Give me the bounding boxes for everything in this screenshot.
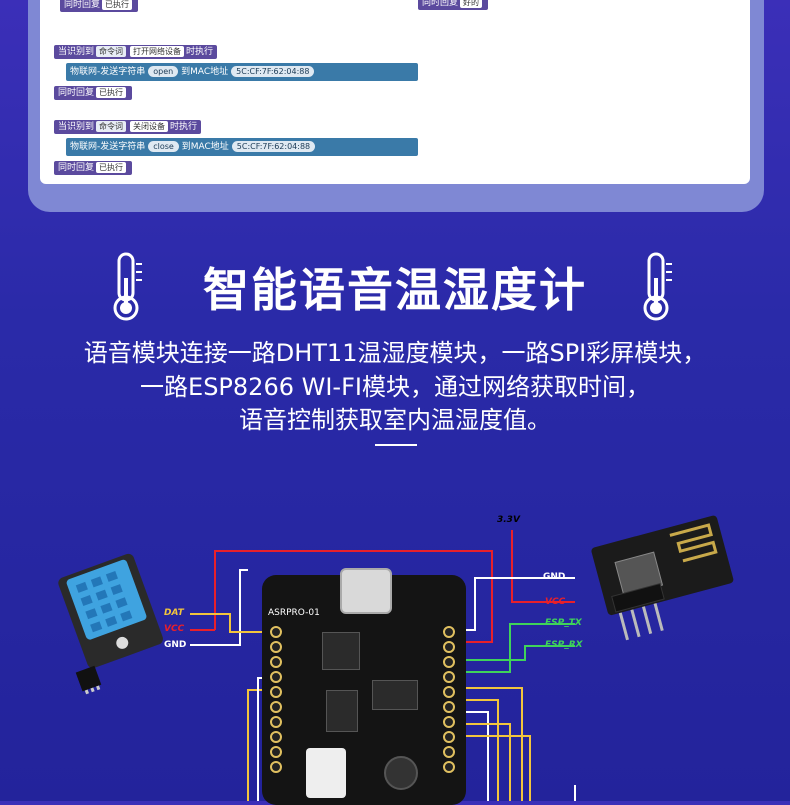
reply-label: 同时回复: [422, 0, 459, 8]
payload: close: [148, 141, 179, 152]
pin: [443, 656, 455, 668]
when-label: 当识别到: [58, 122, 95, 132]
wire-spi-4: [452, 723, 511, 801]
cmd-value: 打开网络设备: [130, 46, 185, 57]
pin: [443, 626, 455, 638]
send-label: 物联网-发送字符串: [70, 142, 146, 152]
wire-dht-dat: [190, 613, 268, 633]
reply-label: 同时回复: [58, 163, 95, 173]
pin: [270, 656, 282, 668]
label-gnd: GND: [164, 640, 187, 650]
wire-esp-tx: [452, 623, 575, 673]
pin: [270, 716, 282, 728]
reply-value: 已执行: [96, 162, 127, 173]
description-line-1: 语音模块连接一路DHT11温湿度模块，一路SPI彩屏模块，: [83, 339, 707, 367]
exec-label: 时执行: [170, 122, 198, 132]
wire-esp-rx: [452, 645, 575, 661]
reply-value: 已执行: [102, 0, 133, 10]
label-3v3: 3.3V: [497, 515, 520, 525]
pin: [443, 731, 455, 743]
main-chip: [322, 632, 360, 670]
wire-spi-1: [452, 687, 523, 801]
thermometer-icon: [643, 252, 672, 321]
when-row: 当识别到命令词打开网络设备时执行: [54, 45, 218, 59]
send-label: 物联网-发送字符串: [70, 67, 146, 77]
dht11-sensor: [58, 553, 163, 695]
pin: [443, 701, 455, 713]
label-esp-vcc: VCC: [545, 597, 566, 607]
mac-value: 5C:CF:7F:62:04:88: [231, 141, 316, 152]
pin: [270, 686, 282, 698]
page-title: 智能语音温湿度计: [203, 263, 587, 317]
pin: [270, 746, 282, 758]
reply-row: 同时回复已执行: [54, 86, 133, 100]
right-pin-header: [443, 626, 455, 776]
pin: [270, 761, 282, 773]
cmd-chip: 命令词: [96, 121, 127, 132]
exec-label: 时执行: [186, 47, 214, 57]
reply-value: 好的: [460, 0, 483, 8]
board-name: ASRPRO-01: [268, 608, 320, 618]
label-esp-gnd: GND: [543, 572, 566, 582]
label-vcc: VCC: [164, 624, 185, 634]
wire-spi-2: [452, 699, 499, 801]
wire-spi-5: [452, 735, 531, 801]
usb-c-port: [340, 568, 392, 614]
wire-vcc-bus: [214, 550, 493, 643]
reply-label: 同时回复: [64, 0, 101, 10]
mac-label: 到MAC地址: [181, 142, 229, 152]
left-pin-header: [270, 626, 282, 776]
top-left-reply-row: 同时回复已执行: [60, 0, 139, 12]
wire-dht-gnd: [190, 569, 248, 646]
code-panel: 同时回复已执行 同时回复好的 当识别到命令词打开网络设备时执行 物联网-发送字符…: [28, 0, 764, 212]
pin: [443, 641, 455, 653]
pin: [443, 761, 455, 773]
pin: [443, 716, 455, 728]
payload: open: [148, 66, 179, 77]
thermometer-icon: [113, 252, 142, 321]
pin: [443, 686, 455, 698]
code-panel-inner: 同时回复已执行 同时回复好的 当识别到命令词打开网络设备时执行 物联网-发送字符…: [40, 0, 750, 184]
reply-label: 同时回复: [58, 88, 95, 98]
esp8266-module: [591, 515, 734, 641]
pin: [443, 671, 455, 683]
when-row: 当识别到命令词关闭设备时执行: [54, 120, 202, 134]
flash-chip: [326, 690, 358, 732]
amp-chip: [372, 680, 418, 710]
speaker-connector: [306, 748, 346, 798]
when-label: 当识别到: [58, 47, 95, 57]
cmd-chip: 命令词: [96, 46, 127, 57]
pin: [443, 746, 455, 758]
label-esp-rx: ESP_RX: [545, 640, 583, 650]
reply-value: 已执行: [96, 87, 127, 98]
cmd-value: 关闭设备: [130, 121, 169, 132]
reply-row: 同时回复已执行: [54, 161, 133, 175]
wire-left-1: [247, 689, 268, 801]
pin: [270, 701, 282, 713]
mac-label: 到MAC地址: [181, 67, 229, 77]
label-esp-tx: ESP_TX: [545, 618, 582, 628]
pin: [270, 731, 282, 743]
top-right-reply-row: 同时回复好的: [418, 0, 489, 10]
pin: [270, 671, 282, 683]
pin: [270, 626, 282, 638]
divider: [375, 444, 417, 446]
wire-vcc-esp: [511, 530, 575, 603]
description-line-3: 语音控制获取室内温湿度值。: [239, 406, 551, 434]
microphone: [384, 756, 418, 790]
description-line-2: 一路ESP8266 WI-FI模块，通过网络获取时间，: [140, 373, 650, 401]
label-dat: DAT: [164, 608, 184, 618]
pin: [270, 641, 282, 653]
mac-value: 5C:CF:7F:62:04:88: [231, 66, 315, 77]
